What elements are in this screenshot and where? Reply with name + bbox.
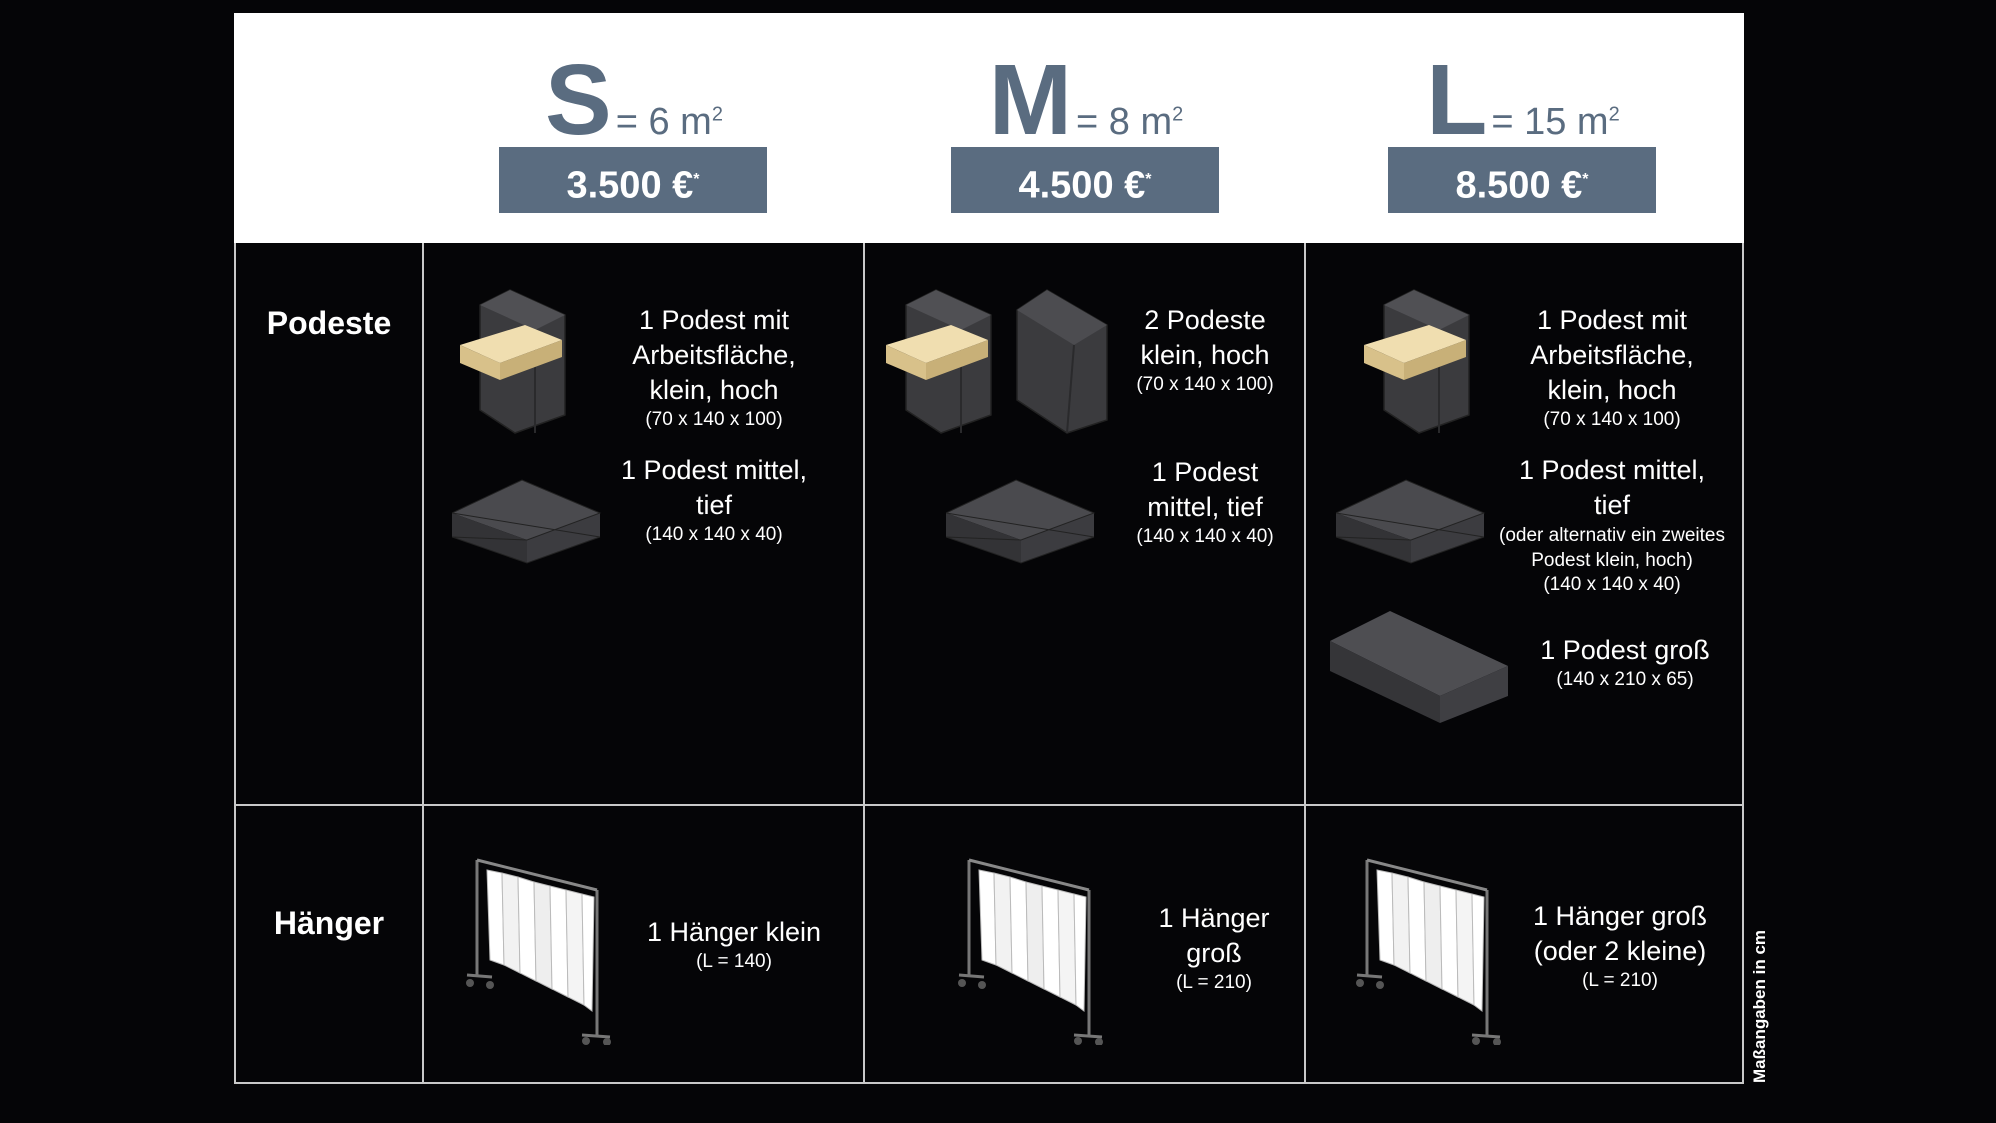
package-l: L= 15 m2 8.500 €*: [1323, 13, 1723, 243]
grid-line: [863, 243, 865, 1084]
price-badge-s: 3.500 €*: [499, 147, 767, 213]
podest-item-m-1: 2 Podeste klein, hoch (70 x 140 x 100): [1136, 305, 1274, 395]
size-area-l: = 15 m2: [1491, 101, 1620, 143]
clothing-rack-icon: [954, 845, 1104, 1045]
grid-line: [234, 1082, 1744, 1084]
size-letter-m: M: [988, 44, 1072, 156]
clothing-rack-icon: [1352, 845, 1502, 1045]
haenger-item-s: 1 Hänger klein (L = 140): [646, 917, 822, 972]
flat-podest-icon: [946, 475, 1096, 565]
package-s: S= 6 m2 3.500 €*: [434, 13, 834, 243]
podest-item-m-2: 1 Podest mittel, tief (140 x 140 x 40): [1136, 457, 1274, 547]
grid-line: [1742, 243, 1744, 1084]
header: S= 6 m2 3.500 €* M= 8 m2 4.500 €* L= 15 …: [234, 13, 1744, 243]
flat-podest-icon: [452, 475, 602, 565]
size-area-m: = 8 m2: [1076, 101, 1184, 143]
podest-item-l-2: 1 Podest mittel, tief (oder alternativ e…: [1499, 455, 1725, 595]
flat-podest-icon: [1336, 475, 1486, 565]
comparison-grid: Podeste Hänger 1 Podest mit Arbeitsfläch…: [234, 243, 1744, 1084]
small-podest-with-worktop-icon: [1364, 285, 1474, 435]
haenger-item-m: 1 Hänger groß (L = 210): [1158, 903, 1270, 993]
size-area-s: = 6 m2: [615, 101, 723, 143]
size-letter-l: L: [1426, 44, 1487, 156]
podest-item-s-2: 1 Podest mittel, tief (140 x 140 x 40): [620, 455, 808, 545]
tall-podest-icon: [1012, 285, 1112, 435]
row-label-haenger: Hänger: [273, 905, 385, 941]
size-letter-s: S: [545, 44, 612, 156]
small-podest-with-worktop-icon: [886, 285, 996, 435]
podest-item-l-1: 1 Podest mit Arbeitsfläche, klein, hoch …: [1530, 305, 1694, 430]
grid-line: [422, 243, 424, 1084]
small-podest-with-worktop-icon: [460, 285, 570, 435]
grid-line: [234, 804, 1744, 806]
units-note: Maßangaben in cm: [1750, 929, 1769, 1083]
grid-line: [1304, 243, 1306, 1084]
price-badge-l: 8.500 €*: [1388, 147, 1656, 213]
package-m: M= 8 m2 4.500 €*: [886, 13, 1286, 243]
row-label-podeste: Podeste: [266, 305, 392, 341]
price-badge-m: 4.500 €*: [951, 147, 1219, 213]
grid-line: [234, 243, 236, 1084]
large-podest-icon: [1330, 611, 1510, 726]
podest-item-s-1: 1 Podest mit Arbeitsfläche, klein, hoch …: [632, 305, 796, 430]
haenger-item-l: 1 Hänger groß (oder 2 kleine) (L = 210): [1532, 901, 1708, 991]
podest-item-l-3: 1 Podest groß (140 x 210 x 65): [1540, 635, 1710, 690]
clothing-rack-icon: [462, 845, 612, 1045]
package-comparison-panel: S= 6 m2 3.500 €* M= 8 m2 4.500 €* L= 15 …: [234, 13, 1744, 1084]
